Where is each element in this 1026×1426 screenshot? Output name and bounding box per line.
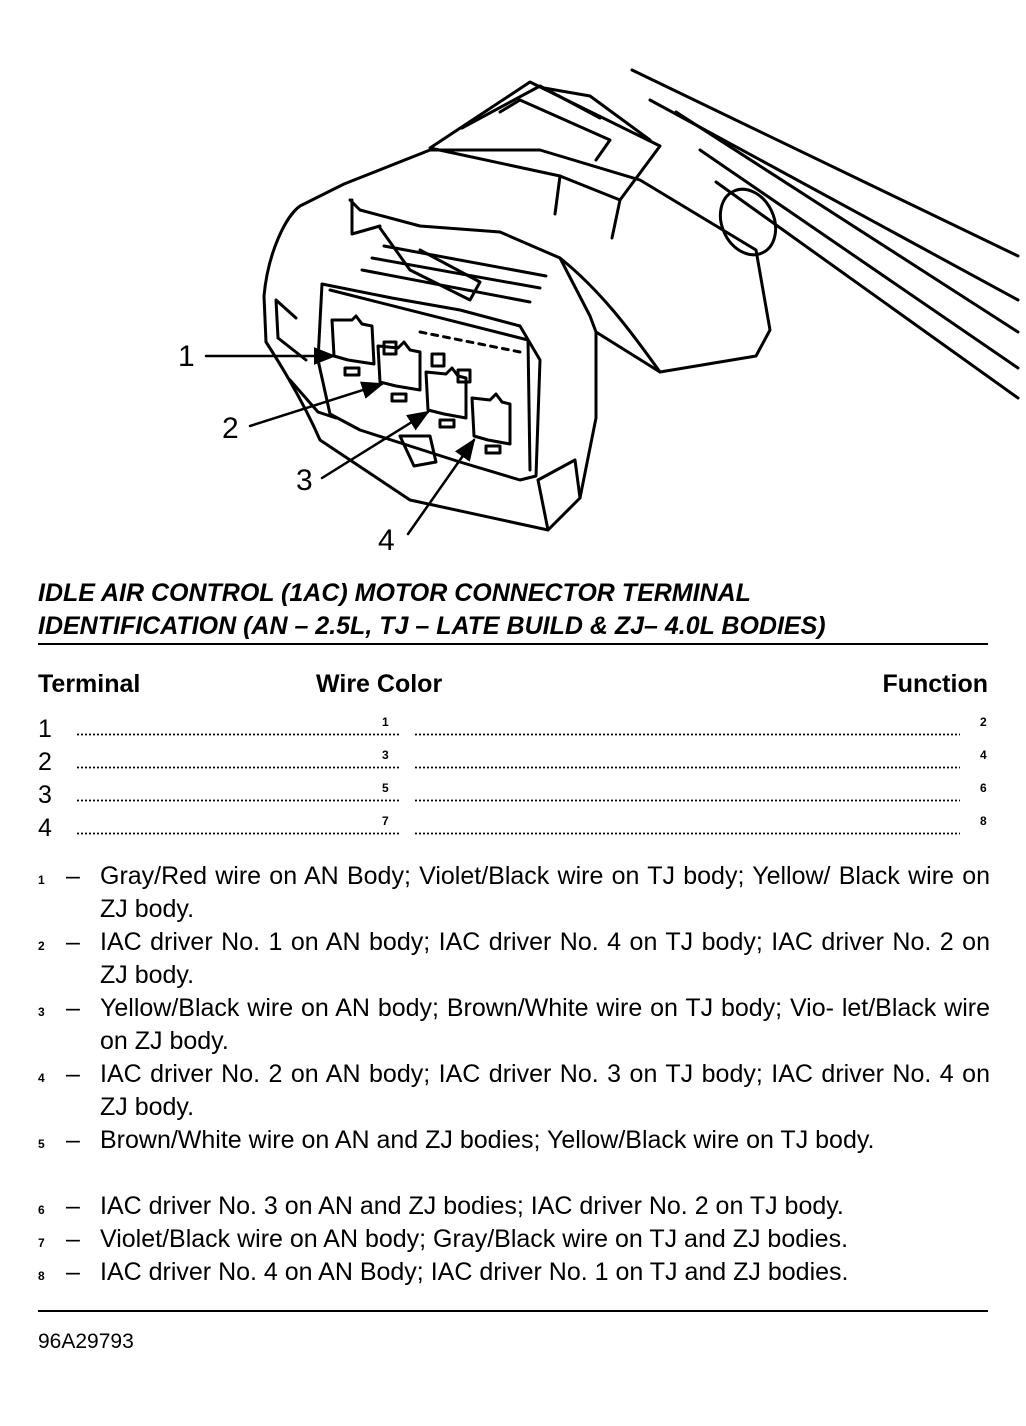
header-wire-color: Wire Color [316, 670, 443, 698]
terminal-cavity-4 [470, 392, 512, 455]
callout-leader-2 [248, 381, 385, 428]
wire-color-ref: 1 [382, 715, 389, 729]
terminal-cavity-2 [376, 340, 422, 403]
footnote-dash: – [66, 928, 80, 956]
footnote-text: IAC driver No. 3 on AN and ZJ bodies; IA… [100, 1192, 844, 1220]
footnote-1: 1 – Gray/Red wire on AN Body; Violet/Bla… [38, 860, 990, 926]
callout-2: 2 [222, 412, 239, 445]
callout-leader-3 [320, 410, 430, 480]
figure-title-line-1: IDLE AIR CONTROL (1AC) MOTOR CONNECTOR T… [38, 579, 751, 607]
footnote-ref: 5 [38, 1137, 45, 1151]
footnote-dash: – [66, 862, 80, 890]
footnote-ref: 8 [38, 1269, 45, 1283]
table-row: 1 1 2 [38, 713, 988, 746]
footnote-8: 8 – IAC driver No. 4 on AN Body; IAC dri… [38, 1256, 990, 1289]
footnote-ref: 7 [38, 1236, 45, 1250]
leader-dots [76, 832, 400, 835]
figure-title: IDLE AIR CONTROL (1AC) MOTOR CONNECTOR T… [38, 577, 998, 643]
footnote-text: Yellow/Black wire on AN body; Brown/Whit… [100, 994, 990, 1055]
function-ref: 6 [980, 781, 987, 795]
footnote-5: 5 – Brown/White wire on AN and ZJ bodies… [38, 1124, 990, 1190]
terminal-cavity-1 [330, 314, 376, 377]
terminal-number: 2 [38, 748, 52, 776]
leader-dots [414, 733, 960, 736]
lock-tab [428, 80, 662, 240]
footnote-dash: – [66, 994, 80, 1022]
terminal-face [316, 244, 548, 482]
leader-dots [76, 766, 400, 769]
leader-dots [414, 766, 960, 769]
leader-dots [76, 799, 400, 802]
footnote-4: 4 – IAC driver No. 2 on AN body; IAC dri… [38, 1058, 990, 1124]
footer-rule [38, 1310, 988, 1312]
footnote-text: IAC driver No. 1 on AN body; IAC driver … [100, 928, 990, 989]
footnote-dash: – [66, 1192, 80, 1220]
wire-color-ref: 5 [382, 781, 389, 795]
footnote-text: IAC driver No. 2 on AN body; IAC driver … [100, 1060, 990, 1121]
leader-dots [414, 832, 960, 835]
wire-color-ref: 7 [382, 814, 389, 828]
terminal-number: 3 [38, 781, 52, 809]
terminal-number: 4 [38, 814, 52, 842]
figure-id: 96A29793 [38, 1330, 134, 1353]
table-row: 2 3 4 [38, 746, 988, 779]
footnote-dash: – [66, 1060, 80, 1088]
callout-3: 3 [296, 464, 313, 497]
title-rule [38, 643, 988, 645]
terminal-cavity-3 [424, 352, 472, 429]
footnote-ref: 1 [38, 873, 45, 887]
footnote-7: 7 – Violet/Black wire on AN body; Gray/B… [38, 1223, 990, 1256]
connector-housing [262, 148, 772, 532]
footnote-3: 3 – Yellow/Black wire on AN body; Brown/… [38, 992, 990, 1058]
header-function: Function [882, 670, 988, 698]
footnote-dash: – [66, 1126, 80, 1154]
footnote-dash: – [66, 1225, 80, 1253]
wire-color-ref: 3 [382, 748, 389, 762]
leader-dots [414, 799, 960, 802]
footnote-text: Gray/Red wire on AN Body; Violet/Black w… [100, 862, 990, 923]
footnote-2: 2 – IAC driver No. 1 on AN body; IAC dri… [38, 926, 990, 992]
function-ref: 4 [980, 748, 987, 762]
connector-illustration [204, 68, 1020, 536]
function-ref: 8 [980, 814, 987, 828]
table-row: 3 5 6 [38, 779, 988, 812]
figure-title-line-2: IDENTIFICATION (AN – 2.5L, TJ – LATE BUI… [38, 612, 826, 640]
callout-1: 1 [178, 340, 195, 373]
table-row: 4 7 8 [38, 812, 988, 845]
footnote-ref: 6 [38, 1203, 45, 1217]
footnote-ref: 2 [38, 939, 45, 953]
footnote-text: Brown/White wire on AN and ZJ bodies; Ye… [100, 1126, 875, 1154]
leader-dots [76, 733, 400, 736]
terminal-number: 1 [38, 715, 52, 743]
footnote-ref: 4 [38, 1071, 45, 1085]
footnote-text: Violet/Black wire on AN body; Gray/Black… [100, 1225, 849, 1253]
footnote-ref: 3 [38, 1005, 45, 1019]
footnote-text: IAC driver No. 4 on AN Body; IAC driver … [100, 1258, 849, 1286]
wire-bundle [630, 68, 1020, 400]
callout-4: 4 [378, 524, 395, 557]
callout-leader-4 [406, 438, 476, 536]
footnote-dash: – [66, 1258, 80, 1286]
function-ref: 2 [980, 715, 987, 729]
footnote-6: 6 – IAC driver No. 3 on AN and ZJ bodies… [38, 1190, 990, 1223]
header-terminal: Terminal [38, 670, 141, 698]
